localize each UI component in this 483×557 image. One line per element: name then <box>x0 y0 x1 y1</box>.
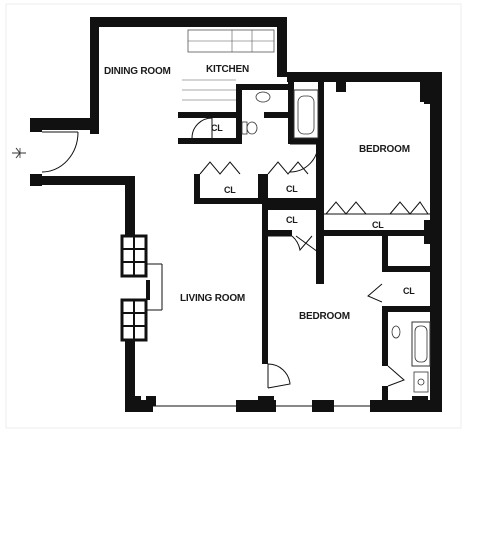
sink-icon <box>255 91 271 103</box>
bathtub-1 <box>293 89 319 139</box>
wall-closet-bottom <box>178 138 242 144</box>
label-closet-5: CL <box>372 220 384 230</box>
closet-door-4 <box>389 201 429 215</box>
wall-bath-east <box>318 82 324 144</box>
closet-door-cl1 <box>191 117 213 139</box>
wall-powder-bottom <box>264 112 290 118</box>
closet-door-3 <box>325 201 367 215</box>
wall-living-east <box>262 174 268 364</box>
label-living-room: LIVING ROOM <box>180 293 245 304</box>
closet-door-1 <box>199 161 241 175</box>
wall-east <box>430 72 442 412</box>
cl-door-bedroom2 <box>367 283 383 303</box>
wall-entry-bottom <box>30 176 135 185</box>
wall-closet-top <box>178 112 242 118</box>
entry-door-swing <box>41 131 79 173</box>
wall-bedroom1-south <box>324 230 430 236</box>
wall-east-kitchen <box>277 17 287 77</box>
wall-bedroom1-se <box>424 220 432 244</box>
fixtures <box>125 82 438 412</box>
interior-walls <box>178 29 432 406</box>
wall-bedroom1-west <box>316 144 324 284</box>
image-frame <box>5 3 462 429</box>
wall-closet3-bottom <box>262 230 292 236</box>
label-closet-3: CL <box>286 184 298 194</box>
wall-cl-bottom <box>382 306 430 312</box>
label-closet-4: CL <box>286 215 298 225</box>
wall-bath2-west <box>382 312 388 366</box>
label-bedroom-2: BEDROOM <box>299 311 350 322</box>
sink-2-icon <box>413 371 429 393</box>
wall-entry-top-corner <box>30 118 42 132</box>
wall-south-3 <box>312 400 334 412</box>
entry-arrow-icon <box>12 147 26 159</box>
wall-kitchen-bath <box>236 84 288 90</box>
windows-west <box>120 234 163 342</box>
doors <box>41 117 429 389</box>
closet-door-cl3b <box>295 235 319 253</box>
wall-west-living-lower <box>125 340 135 412</box>
wall-bedroom2-east-upper <box>382 236 388 272</box>
label-dining-room: DINING ROOM <box>104 66 171 77</box>
wall-entry-top <box>30 118 99 130</box>
closet-door-2 <box>267 161 309 175</box>
wall-south-4 <box>370 400 440 412</box>
bathtub-2 <box>411 321 431 367</box>
label-kitchen: KITCHEN <box>206 64 249 75</box>
wall-bath-west <box>288 82 294 144</box>
label-closet-6: CL <box>403 286 415 296</box>
label-bedroom-1: BEDROOM <box>359 144 410 155</box>
bedroom2-door <box>267 363 291 389</box>
toilet-2-icon <box>391 325 401 339</box>
label-closet-1: CL <box>211 123 223 133</box>
wall-north-dining <box>90 17 287 27</box>
wall-bath-south <box>288 138 324 144</box>
wall-north-bedroom-solid <box>340 72 420 82</box>
wall-closets-bottom <box>194 198 320 204</box>
closet-door-cl3 <box>268 235 313 252</box>
wall-west-living-upper <box>125 176 135 236</box>
wall-west-dining <box>90 17 99 134</box>
bath2-door <box>387 365 405 387</box>
bath-door <box>289 143 319 173</box>
wall-cl-top <box>382 266 430 272</box>
toilet-icon <box>246 121 258 135</box>
wall-bath2-west-lower <box>382 386 388 406</box>
label-closet-2: CL <box>224 185 236 195</box>
wall-closet3-top <box>262 204 320 210</box>
wall-closet-west <box>194 174 200 202</box>
